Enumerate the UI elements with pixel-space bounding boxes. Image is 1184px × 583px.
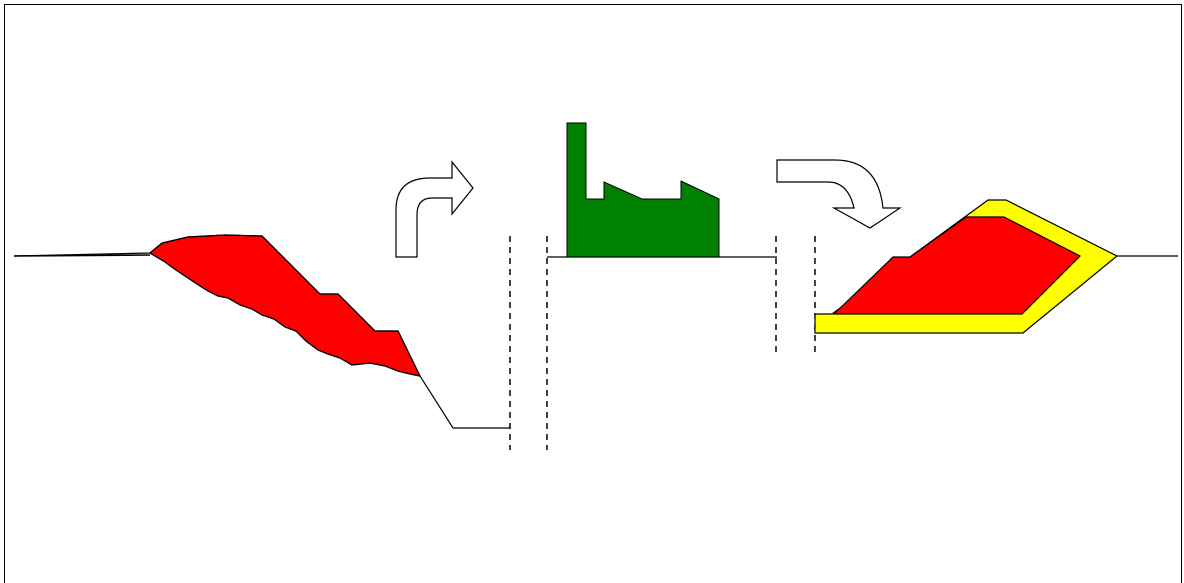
waste-deposit [148,234,422,377]
curved-arrow-up-right [395,160,474,258]
curved-arrow-icon [776,159,902,229]
curved-arrow-icon [395,160,474,258]
curved-arrow-down-right [776,159,902,229]
slope-underside-line [149,252,421,377]
factory-icon [566,122,720,258]
treatment-facility [547,122,777,258]
engineered-landfill [814,199,1178,334]
ground-surface-left [13,254,151,257]
contained-waste [832,216,1082,315]
original-slope-with-waste [13,234,510,429]
